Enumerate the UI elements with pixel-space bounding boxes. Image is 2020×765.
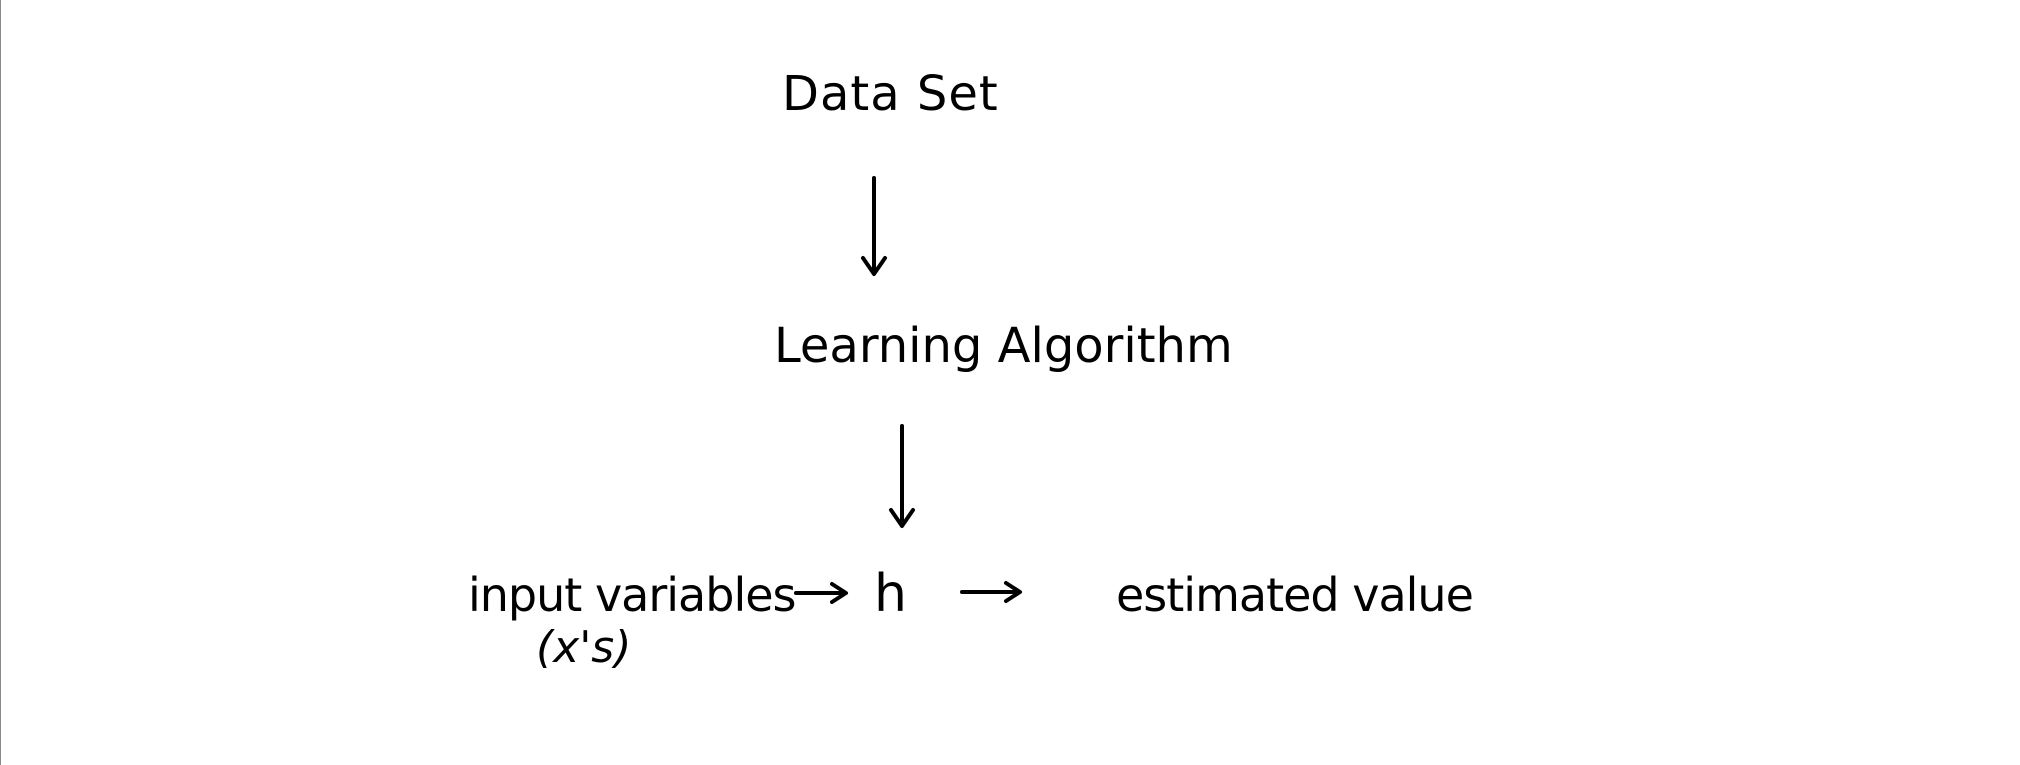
node-data-set: Data Set: [782, 66, 999, 122]
node-estimated-value: estimated value: [1116, 568, 1474, 622]
arrow-dataset-to-algorithm: [861, 176, 887, 276]
node-input-variables: input variables: [468, 568, 796, 622]
arrow-h-to-estimated: [960, 581, 1022, 603]
arrow-algorithm-to-h: [889, 424, 915, 528]
node-learning-algorithm: Learning Algorithm: [774, 318, 1233, 374]
arrow-input-to-h: [794, 582, 848, 604]
frame-left-edge: [0, 0, 1, 765]
node-input-variables-note: (x's): [536, 622, 632, 673]
node-hypothesis: h: [874, 564, 907, 624]
